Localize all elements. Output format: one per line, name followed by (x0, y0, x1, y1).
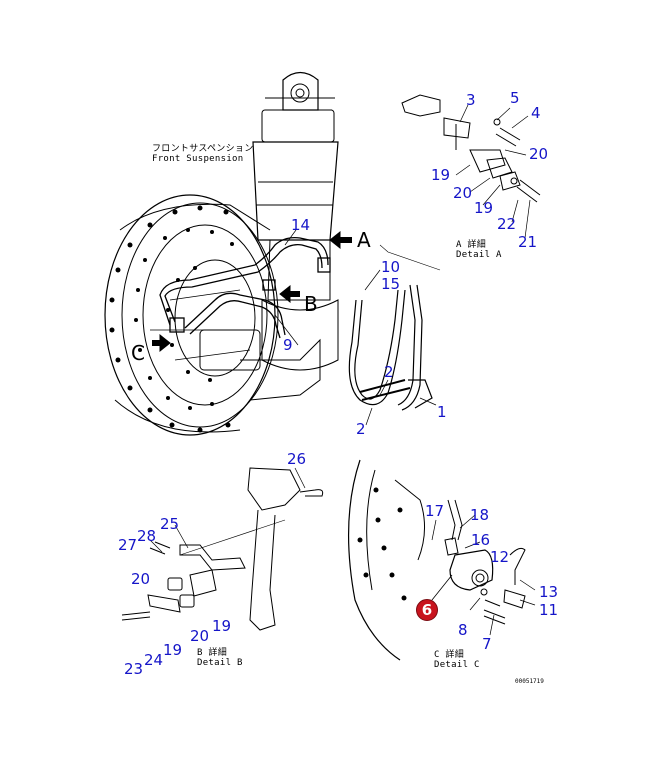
callout-27[interactable]: 27 (118, 536, 138, 554)
callout-1[interactable]: 1 (437, 403, 447, 421)
front-suspension-en: Front Suspension (152, 154, 244, 165)
callout-9[interactable]: 9 (283, 336, 293, 354)
detail-a-drawing (379, 94, 541, 271)
detail-c-jp: C 詳細 (434, 650, 465, 660)
wheel-hub-assembly (104, 194, 321, 436)
callout-19-b1[interactable]: 19 (212, 617, 232, 635)
callout-20-a1[interactable]: 20 (529, 145, 549, 163)
callout-15[interactable]: 15 (381, 275, 401, 293)
callout-20-b1[interactable]: 20 (131, 570, 151, 588)
callout-26[interactable]: 26 (287, 450, 307, 468)
detail-a-en: Detail A (456, 250, 502, 261)
callout-20-a2[interactable]: 20 (453, 184, 473, 202)
detail-b-drawing (121, 467, 324, 631)
callout-7[interactable]: 7 (482, 635, 492, 653)
callout-10[interactable]: 10 (381, 258, 401, 276)
callout-3[interactable]: 3 (466, 91, 476, 109)
callout-4[interactable]: 4 (531, 104, 541, 122)
hose-assembly-1 (348, 284, 433, 411)
callout-18[interactable]: 18 (470, 506, 490, 524)
callout-28[interactable]: 28 (137, 527, 157, 545)
callout-13[interactable]: 13 (539, 583, 559, 601)
callout-5[interactable]: 5 (510, 89, 520, 107)
callout-19-a1[interactable]: 19 (431, 166, 451, 184)
detail-b-en: Detail B (197, 658, 243, 669)
front-suspension-cylinder (252, 71, 339, 371)
highlighted-callout-6[interactable]: 6 (416, 599, 438, 621)
tube-assembly-14 (159, 237, 331, 339)
view-letter-a: A (357, 228, 371, 252)
callout-23[interactable]: 23 (124, 660, 144, 678)
callout-16[interactable]: 16 (471, 531, 491, 549)
callout-19-a2[interactable]: 19 (474, 199, 494, 217)
detail-b-jp: B 詳細 (197, 648, 228, 658)
callout-22[interactable]: 22 (497, 215, 517, 233)
callout-17[interactable]: 17 (425, 502, 445, 520)
detail-a-jp: A 詳細 (456, 240, 487, 250)
front-suspension-caption: フロントサスペンション Front Suspension (152, 144, 254, 165)
callout-20-b2[interactable]: 20 (190, 627, 210, 645)
callout-8[interactable]: 8 (458, 621, 468, 639)
callout-24[interactable]: 24 (144, 651, 164, 669)
callout-21[interactable]: 21 (518, 233, 538, 251)
callout-2-lower[interactable]: 2 (356, 420, 366, 438)
callout-2-upper[interactable]: 2 (384, 363, 394, 381)
detail-b-caption: B 詳細 Detail B (197, 648, 243, 669)
callout-19-b2[interactable]: 19 (163, 641, 183, 659)
callout-25[interactable]: 25 (160, 515, 180, 533)
detail-a-caption: A 詳細 Detail A (456, 240, 502, 261)
view-letter-c: C (131, 341, 145, 365)
front-suspension-jp: フロントサスペンション (152, 144, 254, 154)
detail-c-en: Detail C (434, 660, 480, 671)
drawing-id: 00051719 (515, 678, 544, 685)
callout-11[interactable]: 11 (539, 601, 559, 619)
detail-c-caption: C 詳細 Detail C (434, 650, 480, 671)
view-letter-b: B (304, 292, 318, 316)
detail-c-drawing (347, 459, 526, 661)
callout-12[interactable]: 12 (490, 548, 510, 566)
callout-14[interactable]: 14 (291, 216, 311, 234)
